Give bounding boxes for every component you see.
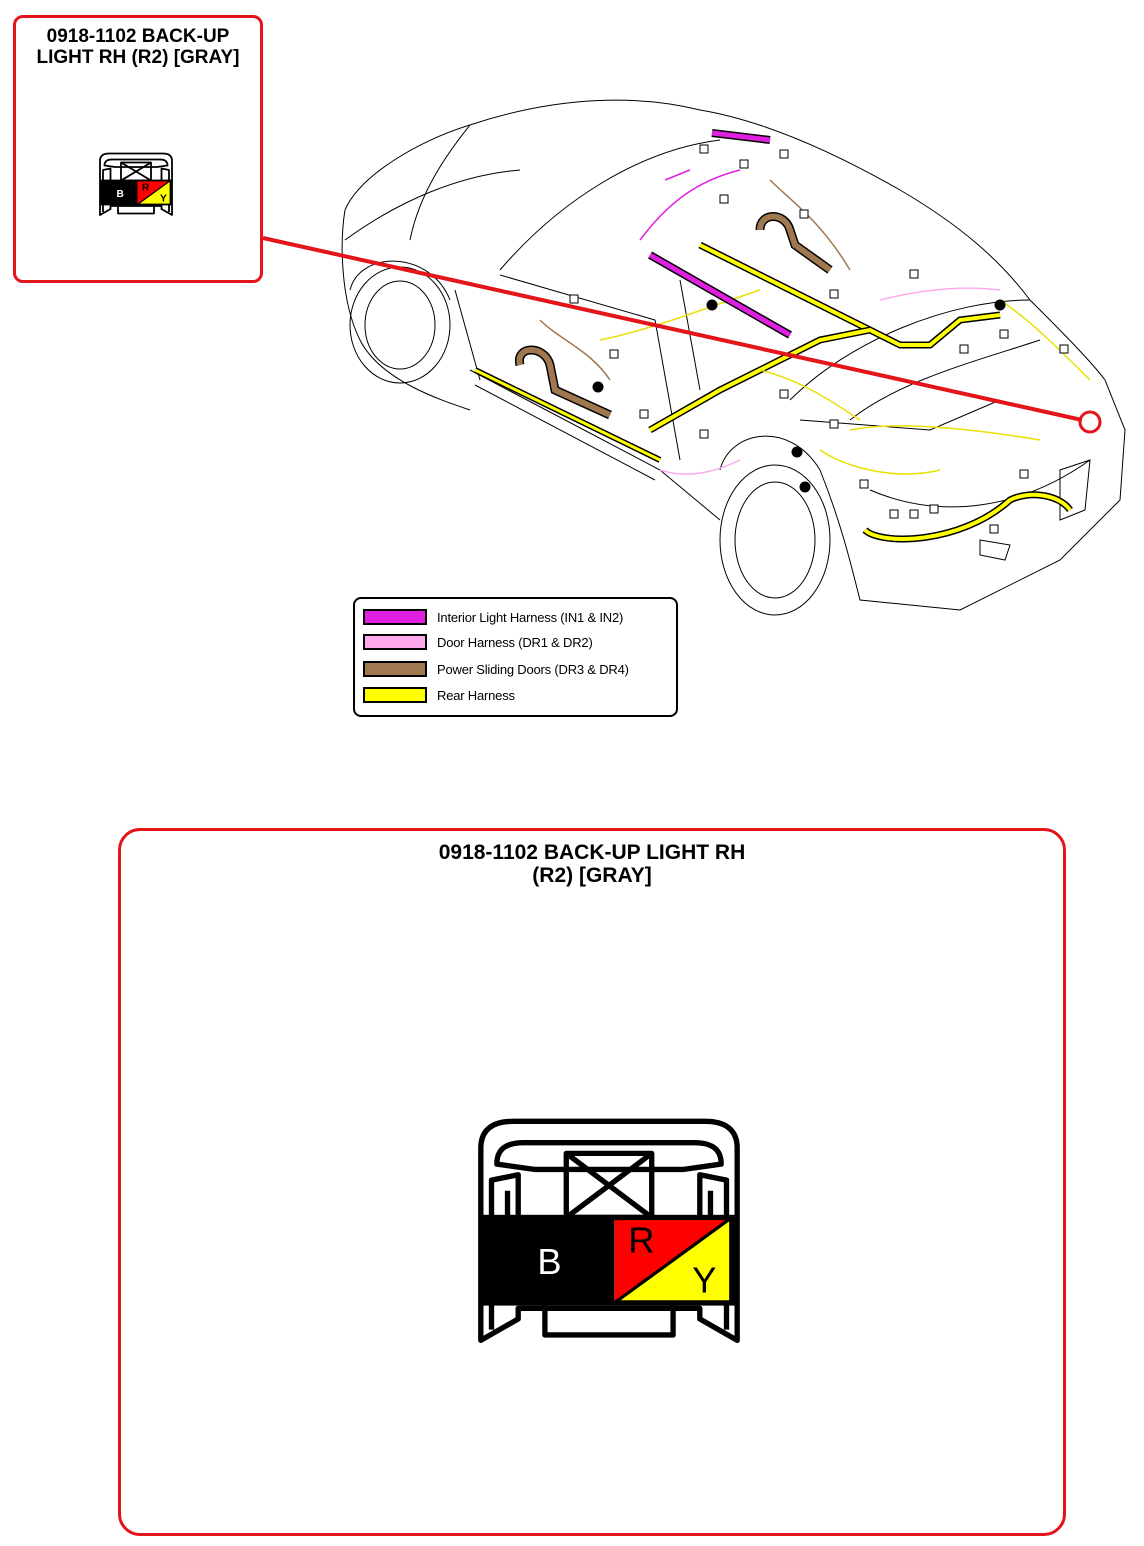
callout-title-large-line1: 0918-1102 BACK-UP LIGHT RH — [438, 841, 746, 864]
legend-swatch-rear — [363, 687, 427, 703]
callout-title-small-line2: LIGHT RH (R2) [GRAY] — [36, 47, 240, 68]
harness-connectors — [569, 144, 1069, 534]
pin-label-b-small: B — [117, 189, 124, 200]
callout-title-small: 0918-1102 BACK-UP LIGHT RH (R2) [GRAY] — [16, 26, 260, 68]
legend-swatch-interior-light — [363, 609, 427, 625]
connector-callout-large: 0918-1102 BACK-UP LIGHT RH (R2) [GRAY] B… — [118, 828, 1066, 1536]
pin-label-y-small: Y — [160, 194, 167, 205]
connector-face-small: B R Y — [99, 152, 173, 216]
legend-label: Rear Harness — [437, 687, 515, 703]
callout-pointer-line — [262, 236, 1083, 422]
legend-item-rear: Rear Harness — [363, 686, 515, 704]
target-connector-marker — [1078, 410, 1102, 434]
car-body-outline — [341, 99, 1126, 616]
pin-label-r-small: R — [142, 182, 150, 193]
callout-title-large: 0918-1102 BACK-UP LIGHT RH (R2) [GRAY] — [121, 841, 1063, 887]
interior-light-harness-runs — [639, 129, 792, 339]
harness-legend: Interior Light Harness (IN1 & IN2) Door … — [353, 597, 678, 717]
legend-label: Door Harness (DR1 & DR2) — [437, 634, 593, 650]
legend-item-interior-light: Interior Light Harness (IN1 & IN2) — [363, 608, 623, 626]
legend-swatch-power-sliding-doors — [363, 661, 427, 677]
legend-swatch-door — [363, 634, 427, 650]
vehicle-harness-diagram — [262, 99, 1126, 616]
pin-label-r: R — [628, 1220, 654, 1261]
door-harness-runs — [659, 287, 1001, 475]
legend-label: Interior Light Harness (IN1 & IN2) — [437, 609, 624, 625]
legend-item-power-sliding-doors: Power Sliding Doors (DR3 & DR4) — [363, 660, 629, 678]
pin-label-y: Y — [692, 1259, 716, 1300]
legend-item-door: Door Harness (DR1 & DR2) — [363, 633, 593, 651]
connector-callout-small: 0918-1102 BACK-UP LIGHT RH (R2) [GRAY] B… — [13, 15, 263, 283]
rear-harness-runs — [473, 241, 1091, 543]
legend-label: Power Sliding Doors (DR3 & DR4) — [437, 661, 629, 677]
power-sliding-door-harness-runs — [515, 179, 851, 420]
callout-title-large-line2: (R2) [GRAY] — [532, 864, 652, 887]
connector-face-large: B R Y — [478, 1118, 740, 1343]
callout-title-small-line1: 0918-1102 BACK-UP — [46, 26, 230, 47]
pin-label-b: B — [537, 1241, 561, 1282]
